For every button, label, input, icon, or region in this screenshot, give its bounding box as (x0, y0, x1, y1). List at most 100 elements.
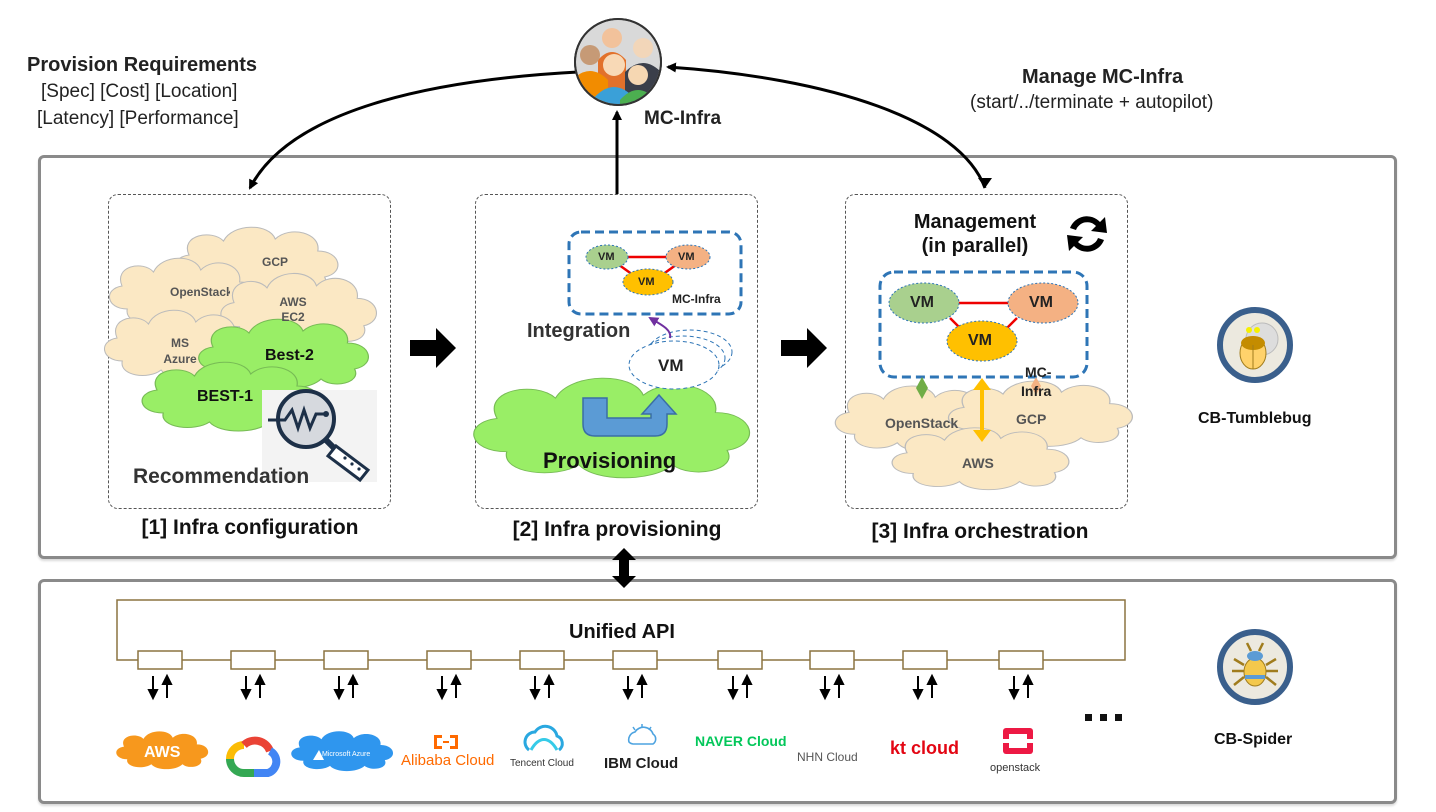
up-down-arrow-icon (1008, 673, 1034, 701)
vm-label: VM (968, 332, 992, 349)
cloud-label-aws-ec2: AWS EC2 (273, 295, 313, 325)
provider-logo-google-cloud (226, 736, 281, 777)
cloud-label-openstack: OpenStack (885, 415, 959, 431)
manage-arrow-start-head (978, 178, 992, 188)
users-group-icon (574, 18, 662, 106)
provider-logo-openstack (1003, 728, 1033, 754)
provider-name-openstack: openstack (990, 762, 1041, 774)
management-line1: Management (913, 211, 1037, 233)
tumblebug-label: CB-Tumblebug (1198, 410, 1312, 427)
vm-label: VM (678, 251, 695, 263)
recommendation-label: Recommendation (133, 465, 310, 488)
provider-logo-microsoft-azure (291, 731, 394, 772)
manage-arrow (666, 62, 987, 189)
users-node-label: MC-Infra (644, 108, 722, 129)
vm-node-orange (665, 244, 711, 270)
provider-name-kt: kt cloud (890, 738, 960, 758)
cloud-label-ms-azure-text: MS Azure (163, 336, 197, 366)
unified-api-bus (116, 599, 1126, 661)
management-label: Management (in parallel) (895, 210, 1055, 258)
provision-request-arrow (248, 70, 579, 190)
api-driver-box (519, 650, 565, 670)
provider-name-tencent: Tencent Cloud (510, 758, 574, 769)
stage-infra-provisioning-box (475, 194, 758, 509)
spider-panel (38, 579, 1397, 804)
mc-infra-group-label: MC-Infra (672, 292, 721, 306)
stage-3-title: [3] Infra orchestration (871, 520, 1089, 543)
management-line2: (in parallel) (921, 235, 1029, 257)
vm-label: VM (638, 276, 655, 288)
best-1-label: BEST-1 (197, 388, 254, 405)
provider-name-alibaba: Alibaba Cloud (401, 752, 495, 769)
mc-infra-group-stage2 (567, 230, 743, 316)
integration-arrow (648, 316, 672, 339)
api-driver-box (717, 650, 763, 670)
stage-infra-orchestration-box (845, 194, 1128, 509)
vm-label: VM (910, 294, 934, 311)
up-down-arrow-icon (147, 673, 173, 701)
provision-requirements-line1: [Spec] [Cost] [Location] (41, 81, 238, 102)
provider-name-azure: Microsoft Azure (322, 751, 371, 758)
provision-requirements-title: Provision Requirements (27, 54, 258, 76)
up-down-arrow-icon (912, 673, 938, 701)
stage-2-title: [2] Infra provisioning (512, 518, 722, 541)
provider-name-ibm: IBM Cloud (604, 755, 679, 772)
vm-node-green (585, 244, 629, 270)
vm-label: VM (598, 251, 615, 263)
stage-1-title: [1] Infra configuration (141, 516, 359, 539)
manage-subtitle: (start/../terminate + autopilot) (970, 92, 1214, 113)
api-driver-box (137, 650, 183, 670)
aws-link-arrow (973, 378, 991, 442)
api-driver-box (426, 650, 472, 670)
stage-arrow-1-2 (410, 328, 456, 368)
gcp-link-diamond (1031, 377, 1041, 395)
mc-infra-group-stage3 (878, 270, 1089, 379)
provisioning-label: Provisioning (543, 448, 677, 473)
up-down-arrow-icon (240, 673, 266, 701)
manage-title: Manage MC-Infra (1022, 66, 1184, 88)
provider-name-nhn: NHN Cloud (797, 750, 858, 764)
provider-name-naver: NAVER Cloud (695, 733, 787, 749)
cloud-label-gcp: GCP (262, 255, 289, 269)
provider-logo-tencent (523, 724, 564, 752)
api-driver-box (612, 650, 658, 670)
cloud-label-aws: AWS (962, 455, 994, 471)
provision-requirements-line2: [Latency] [Performance] (37, 108, 239, 129)
vm-label: VM (1029, 294, 1053, 311)
magnifier-waveform-icon (262, 389, 377, 483)
cloud-label-ms-azure: MS Azure (160, 335, 200, 367)
up-down-arrow-icon (727, 673, 753, 701)
tumblebug-spider-arrow (612, 548, 636, 588)
vm-node-yellow (946, 320, 1018, 362)
cloud-label-gcp: GCP (1016, 411, 1047, 427)
more-providers-ellipsis (1085, 714, 1122, 721)
integration-label: Integration (527, 320, 631, 342)
api-driver-box (809, 650, 855, 670)
api-driver-box (230, 650, 276, 670)
stage-arrow-2-3 (781, 328, 827, 368)
up-down-arrow-icon (333, 673, 359, 701)
cloud-label-openstack: OpenStack (170, 285, 230, 299)
cloud-label-aws-ec2-text: AWS EC2 (279, 295, 307, 324)
api-driver-box (998, 650, 1044, 670)
up-down-arrow-icon (529, 673, 555, 701)
refresh-cycle-icon (1067, 216, 1107, 252)
provider-logo-ibm (627, 724, 657, 745)
best-2-label: Best-2 (265, 347, 314, 364)
up-down-arrow-icon (622, 673, 648, 701)
up-down-arrow-icon (436, 673, 462, 701)
openstack-link-diamond (916, 377, 928, 399)
provider-name-aws: AWS (144, 744, 181, 761)
vm-node-orange (1007, 282, 1079, 324)
vm-node-yellow (622, 268, 674, 296)
up-down-arrow-icon (819, 673, 845, 701)
api-driver-box (323, 650, 369, 670)
mc-infra-group-label-2: Infra (1021, 383, 1052, 399)
tumblebug-beetle-icon (1217, 307, 1293, 383)
provisioning-u-arrow (582, 393, 678, 437)
spider-icon (1217, 629, 1293, 705)
api-driver-box (902, 650, 948, 670)
unified-api-label: Unified API (569, 621, 675, 643)
spider-label: CB-Spider (1214, 731, 1293, 748)
